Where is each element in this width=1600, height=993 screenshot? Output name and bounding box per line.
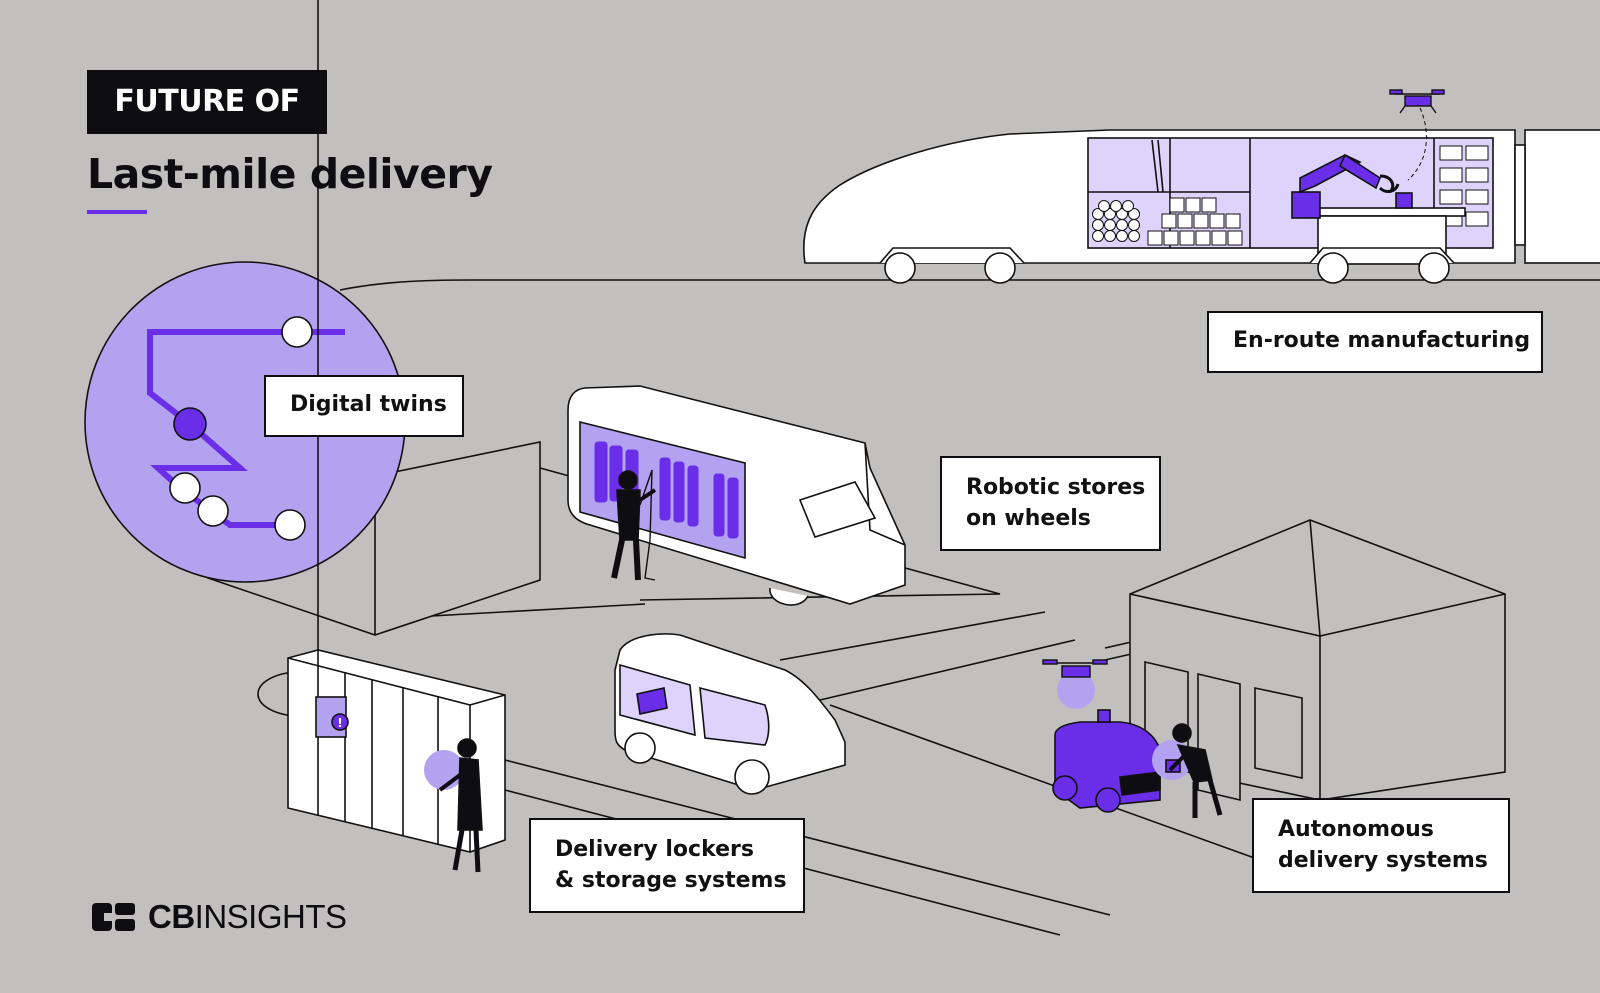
label-text: En-route manufacturing	[1233, 328, 1531, 353]
house-illustration	[1129, 519, 1506, 802]
delivery-van-illustration	[614, 633, 846, 795]
logo-wordmark: CBINSIGHTS	[148, 898, 347, 936]
label-digital-twins: Digital twins	[264, 375, 464, 437]
train-illustration	[803, 107, 1600, 284]
label-en-route-manufacturing: En-route manufacturing	[1207, 311, 1543, 373]
label-text: Autonomous delivery systems	[1278, 817, 1488, 873]
label-autonomous-delivery: Autonomous delivery systems	[1252, 798, 1510, 893]
page-title: Last-mile delivery	[87, 150, 493, 198]
label-delivery-lockers: Delivery lockers & storage systems	[529, 818, 805, 913]
cb-insights-logo-icon	[92, 903, 135, 931]
rail-track	[339, 279, 1600, 291]
delivery-lockers-illustration: !	[287, 0, 506, 873]
delivery-drone-illustration	[1042, 659, 1108, 709]
cb-insights-logo: CBINSIGHTS	[140, 898, 347, 936]
future-of-tag: FUTURE OF	[87, 70, 327, 134]
label-text: Delivery lockers & storage systems	[555, 837, 787, 893]
digital-twin-illustration	[84, 261, 406, 583]
label-text: Robotic stores on wheels	[966, 475, 1146, 531]
road-lower-1	[504, 759, 1111, 916]
robotic-store-truck-illustration	[567, 385, 906, 606]
delivery-robot-illustration	[1052, 709, 1223, 818]
svg-text:!: !	[337, 716, 342, 730]
label-text: Digital twins	[290, 392, 447, 417]
logo-brand-bold: CB	[148, 898, 195, 935]
drone-illustration-top	[1389, 89, 1445, 114]
logo-brand-light: INSIGHTS	[194, 898, 347, 935]
title-underline	[87, 210, 147, 214]
label-robotic-stores: Robotic stores on wheels	[940, 456, 1161, 551]
